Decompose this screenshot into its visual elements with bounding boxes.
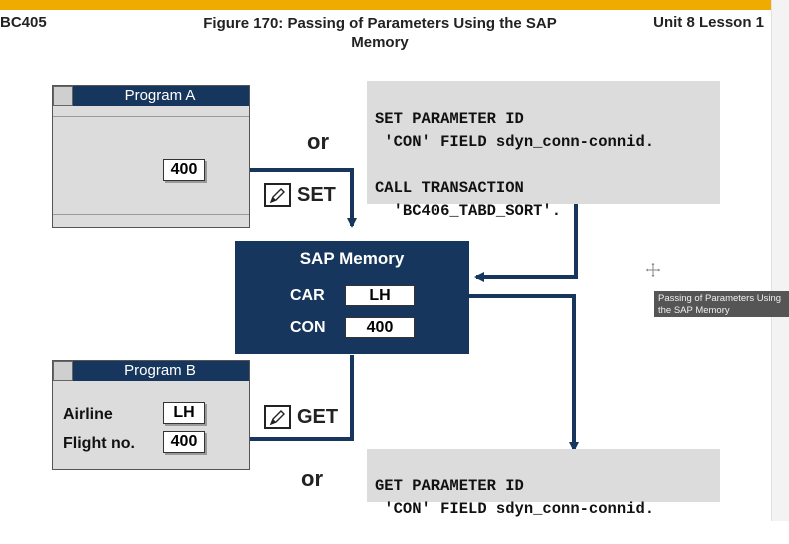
figure-title-line2: Memory	[351, 34, 409, 51]
set-arrow	[206, 168, 357, 228]
get-label: GET	[297, 405, 339, 428]
get-code-arrow	[469, 294, 579, 452]
program-a-value-field[interactable]: 400	[163, 159, 205, 181]
flight-no-field[interactable]: 400	[163, 431, 205, 453]
flight-no-label: Flight no.	[63, 435, 135, 452]
program-a-title: Program A	[124, 87, 196, 104]
airline-label: Airline	[63, 406, 113, 423]
sap-memory-box: SAP Memory CAR LH CON 400	[235, 241, 469, 354]
code-line: 'CON' FIELD sdyn_conn-connid.	[375, 500, 655, 518]
get-arrow	[214, 355, 354, 444]
get-action: GET	[264, 405, 338, 429]
code-line: GET PARAMETER ID	[375, 477, 524, 495]
car-value: LH	[345, 285, 415, 306]
move-cursor-icon	[646, 263, 660, 277]
con-value: 400	[345, 317, 415, 338]
accent-bar	[0, 0, 772, 10]
code-line: CALL TRANSACTION	[375, 179, 524, 197]
pencil-icon	[264, 405, 291, 429]
pencil-icon	[264, 183, 291, 207]
program-a-window: Program A 400	[52, 85, 250, 228]
scrollbar[interactable]	[771, 0, 789, 521]
call-arrow	[474, 202, 578, 282]
or-label-bottom: or	[301, 466, 323, 491]
code-spacer	[375, 154, 720, 177]
window-menu-icon	[53, 86, 73, 106]
car-label: CAR	[290, 287, 325, 304]
get-code-box: GET PARAMETER ID 'CON' FIELD sdyn_conn-c…	[367, 449, 720, 518]
tooltip: Passing of Parameters Using the SAP Memo…	[654, 291, 789, 317]
set-label: SET	[297, 183, 336, 206]
set-code-box: SET PARAMETER ID 'CON' FIELD sdyn_conn-c…	[367, 81, 720, 220]
program-a-titlebar: Program A	[53, 86, 249, 106]
program-b-window: Program B Airline LH Flight no. 400	[52, 360, 250, 470]
or-label-top: or	[307, 129, 329, 154]
code-line: SET PARAMETER ID	[375, 110, 524, 128]
program-b-title: Program B	[124, 362, 196, 379]
flow-arrows	[206, 168, 579, 452]
code-line: 'BC406_TABD_SORT'.	[375, 202, 562, 220]
code-line: 'CON' FIELD sdyn_conn-connid.	[375, 133, 655, 151]
window-divider	[53, 214, 249, 215]
con-label: CON	[290, 319, 326, 336]
window-divider	[53, 116, 249, 117]
figure-title: Figure 170: Passing of Parameters Using …	[170, 14, 590, 52]
figure-title-line1: Figure 170: Passing of Parameters Using …	[203, 15, 557, 32]
course-code: BC405	[0, 14, 47, 31]
window-menu-icon	[53, 361, 73, 381]
program-b-titlebar: Program B	[53, 361, 249, 381]
set-action: SET	[264, 183, 336, 207]
airline-field[interactable]: LH	[163, 402, 205, 424]
unit-lesson: Unit 8 Lesson 1	[653, 14, 764, 31]
sap-memory-title: SAP Memory	[299, 249, 405, 268]
